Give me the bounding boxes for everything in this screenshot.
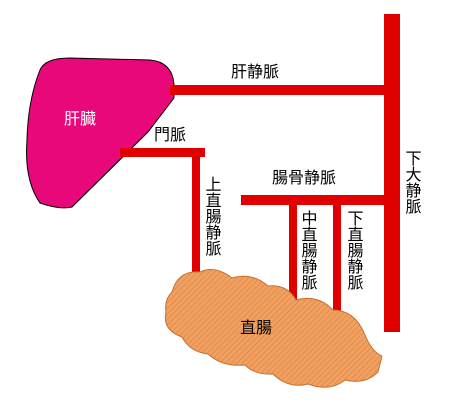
inferior-vena-cava-label: 下大静脈	[403, 150, 422, 215]
liver-shape	[26, 57, 175, 209]
hepatic-vein	[170, 85, 386, 95]
superior-rectal-vein	[192, 148, 200, 273]
portal-vein	[120, 148, 205, 157]
inferior-vena-cava	[384, 14, 400, 332]
superior-rectal-vein-label: 上直腸静脈	[203, 176, 222, 257]
rectum-label: 直腸	[240, 318, 272, 337]
portal-vein-label: 門脈	[154, 125, 186, 144]
vessels	[120, 14, 400, 332]
rectum-shape	[164, 269, 383, 388]
hepatic-vein-label: 肝静脈	[231, 62, 279, 81]
inferior-rectal-vein	[333, 200, 341, 320]
iliac-vein	[241, 195, 386, 205]
middle-rectal-vein	[289, 200, 297, 300]
liver-label: 肝臓	[64, 109, 96, 128]
middle-rectal-vein-label: 中直腸静脈	[299, 210, 318, 291]
inferior-rectal-vein-label: 下直腸静脈	[345, 210, 364, 291]
iliac-vein-label: 腸骨静脈	[272, 168, 336, 187]
